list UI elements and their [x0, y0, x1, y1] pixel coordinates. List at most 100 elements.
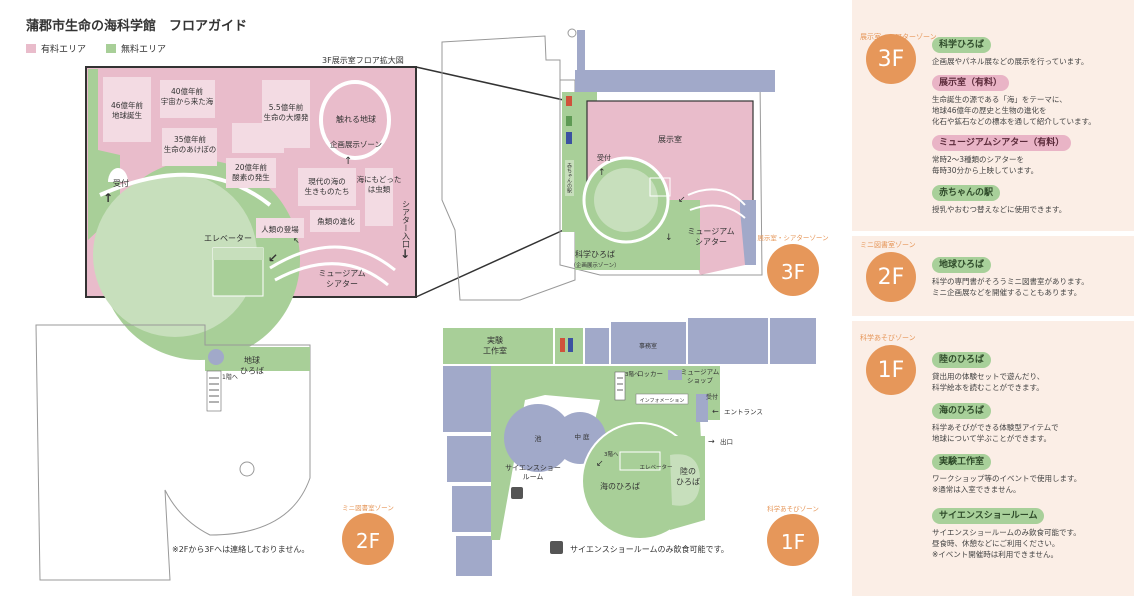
panel-1f-zone: 科学あそびゾーン	[860, 334, 916, 342]
zone-1f-label: 科学あそびゾーン	[767, 504, 819, 513]
label-to3f: 3階へ	[625, 370, 640, 378]
entry-desc: 科学の専門書がそろうミニ図書室があります。 ミニ企画展などを開催することもありま…	[932, 277, 1089, 297]
entry-desc: 企画展やパネル展などの展示を行っています。	[932, 57, 1089, 66]
label-umini: 海にもどったは虫類	[357, 174, 402, 194]
entry-theater: ミュージアムシアター（有料） 常時2〜3種類のシアターを 毎時30分から上映して…	[932, 130, 1128, 176]
badge-2f	[342, 513, 394, 565]
arrow-up-left-icon: ↖	[293, 236, 300, 245]
food-icon	[550, 541, 563, 554]
label-museum-3f: ミュージアムシアター	[687, 227, 734, 246]
entry-kagaku: 科学ひろば 企画展やパネル展などの展示を行っています。	[932, 32, 1128, 67]
entry-desc: 授乳やおむつ替えなどに使用できます。	[932, 205, 1067, 214]
entry-tenji: 展示室（有料） 生命誕生の源である「海」をテーマに、 地球46億年の歴史と生物の…	[932, 70, 1128, 127]
label-entrance: エントランス	[724, 408, 763, 416]
zone-2f-label: ミニ図書室ゾーン	[342, 503, 394, 512]
entry-desc: 貸出用の体験セットで遊んだり、 科学絵本を読むことができます。	[932, 372, 1045, 392]
label-kikaku: 企画展示ゾーン	[330, 139, 382, 149]
note-2f: ※2Fから3Fへは連絡しておりません。	[172, 544, 309, 554]
floor-map: 蒲郡市生命の海科学館 フロアガイド 有料エリア 無料エリア 3F展示室フロア拡大…	[26, 18, 829, 581]
entry-title: 地球ひろば	[932, 257, 992, 273]
panel-2f-zone: ミニ図書室ゾーン	[860, 241, 916, 249]
label-uketsuke: 受付	[113, 178, 129, 188]
label-tenji: 展示室	[658, 134, 682, 144]
entry-title: 実験工作室	[932, 454, 992, 470]
label-20: 20億年前酸素の発生	[232, 162, 270, 182]
label-uketsuke-3f: 受付	[597, 153, 611, 162]
label-kagaku-sub: （企画展示ゾーン）	[570, 261, 619, 269]
arrow-down-left-icon: ↙	[268, 251, 278, 265]
panel-3f-badge: 3F	[866, 34, 916, 84]
floor-2f-map: 地球ひろば 1階へ ※2Fから3Fへは連絡しておりません。 2F ミニ図書室ゾー…	[35, 324, 394, 581]
label-locker: ロッカー	[637, 370, 663, 378]
entry-title: ミュージアムシアター（有料）	[932, 135, 1072, 151]
entry-desc: 科学あそびができる体験型アイテムで 地球について学ぶことができます。	[932, 423, 1059, 443]
arrow-down-icon: ↓	[665, 233, 673, 243]
entry-science-room: サイエンスショールーム サイエンスショールームのみ飲食可能です。 昼食時、休憩な…	[932, 503, 1128, 560]
entry-chikyu: 地球ひろば 科学の専門書がそろうミニ図書室があります。 ミニ企画展などを開催する…	[932, 252, 1128, 298]
entry-desc: 生命誕生の源である「海」をテーマに、 地球46億年の歴史と生物の進化を 化石や鉱…	[932, 95, 1096, 126]
panel-3f: 展示室・シアターゾーン 3F 科学ひろば 企画展やパネル展などの展示を行っていま…	[852, 0, 1134, 231]
label-shop: ミュージアムショップ	[681, 368, 720, 384]
label-to1f-2f: 1階へ	[222, 373, 238, 381]
badge-3f	[767, 244, 819, 296]
legend-paid-swatch	[26, 44, 36, 53]
badge-1f-text: 1F	[781, 530, 805, 554]
legend-free-label: 無料エリア	[121, 43, 166, 55]
panel-2f: ミニ図書室ゾーン 2F 地球ひろば 科学の専門書がそろうミニ図書室があります。 …	[852, 236, 1134, 316]
enlarged-caption: 3F展示室フロア拡大図	[322, 55, 404, 65]
label-jikken: 実験工作室	[483, 335, 507, 355]
label-riku: 陸のひろば	[676, 466, 700, 486]
arrow-down-left-icon: ↙	[596, 459, 604, 469]
label-jimu: 事務室	[639, 342, 657, 350]
arrow-up-icon: ↑	[103, 191, 113, 205]
panel-1f: 科学あそびゾーン 1F 陸のひろば 貸出用の体験セットで遊んだり、 科学絵本を読…	[852, 321, 1134, 596]
label-elevator: エレベーター	[204, 234, 252, 243]
note-1f: サイエンスショールームのみ飲食可能です。	[570, 544, 729, 554]
badge-3f-text: 3F	[781, 260, 805, 284]
arrow-up-icon: ↑	[344, 156, 352, 167]
arrow-down-icon: ↓	[400, 247, 410, 261]
page-title: 蒲郡市生命の海科学館 フロアガイド	[26, 18, 247, 34]
zone-3f-label: 展示室・シアターゾーン	[757, 233, 828, 242]
floor-1f-map: 実験工作室 事務室 ロッカー ミュージアムショップ インフォメーション 受付 ←…	[443, 318, 819, 576]
label-uketsuke-1f: 受付	[706, 393, 718, 401]
label-chikyu: 地球ひろば	[240, 355, 264, 375]
label-ike: 池	[535, 434, 542, 443]
entry-desc: サイエンスショールームのみ飲食可能です。 昼食時、休憩などにご利用ください。 ※…	[932, 528, 1081, 559]
entry-umi: 海のひろば 科学あそびができる体験型アイテムで 地球について学ぶことができます。	[932, 398, 1128, 444]
badge-2f-text: 2F	[356, 529, 380, 553]
label-exit: 出口	[720, 437, 733, 446]
entry-title: サイエンスショールーム	[932, 508, 1045, 524]
label-jinrui: 人類の登場	[261, 224, 299, 234]
panel-1f-badge: 1F	[866, 345, 916, 395]
food-icon	[511, 487, 523, 499]
label-fureru: 触れる地球	[336, 114, 376, 124]
label-umi: 海のひろば	[600, 481, 640, 491]
label-55: 5.5億年前生命の大爆発	[264, 102, 309, 122]
badge-1f	[767, 514, 819, 566]
label-kagaku: 科学ひろば	[575, 249, 615, 259]
label-to3f-b: 3階へ	[604, 450, 619, 458]
label-46: 46億年前地球誕生	[111, 100, 144, 120]
entry-title: 科学ひろば	[932, 37, 992, 53]
panel-2f-badge: 2F	[866, 252, 916, 302]
label-elevator-1f: エレベーター	[639, 463, 672, 471]
floor-3f-map: 赤ちゃんの駅 展示室 受付 ↑ ↙ ↓ ミュージアムシアター 科学ひろば （企画…	[441, 28, 829, 301]
arrow-down-left-icon: ↙	[678, 195, 686, 205]
label-nakaniwa: 中 庭	[574, 432, 590, 441]
label-40: 40億年前宇宙から来た海	[161, 86, 214, 106]
label-info: インフォメーション	[640, 398, 685, 404]
enlarged-3f-map: 3F展示室フロア拡大図 46億年前地球誕生 40億年前宇宙から来た海 5.5億年…	[85, 55, 417, 360]
legend-free-swatch	[106, 44, 116, 53]
entry-title: 海のひろば	[932, 403, 992, 419]
label-koji: 現代の海の生きものたち	[305, 176, 350, 196]
entry-title: 赤ちゃんの駅	[932, 185, 1001, 201]
entry-title: 展示室（有料）	[932, 75, 1010, 91]
label-akachan: 赤ちゃんの駅	[566, 163, 572, 194]
label-museum: ミュージアムシアター	[318, 269, 365, 288]
entry-riku: 陸のひろば 貸出用の体験セットで遊んだり、 科学絵本を読むことができます。	[932, 347, 1128, 393]
entry-desc: 常時2〜3種類のシアターを 毎時30分から上映しています。	[932, 155, 1039, 175]
entry-akachan: 赤ちゃんの駅 授乳やおむつ替えなどに使用できます。	[932, 180, 1128, 215]
entry-desc: ワークショップ等のイベントで使用します。 ※通常は入室できません。	[932, 474, 1082, 494]
label-35: 35億年前生命のあけぼの	[164, 134, 217, 154]
